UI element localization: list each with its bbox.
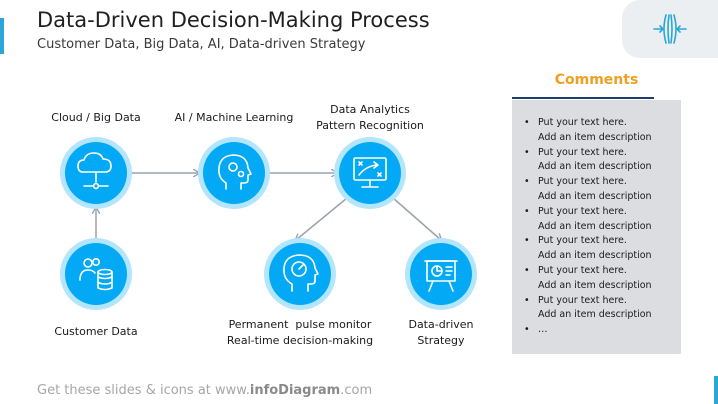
node-label-customer-data: Customer Data	[54, 325, 138, 338]
comment-item: …	[522, 323, 681, 338]
comment-item: Put your text here.Add an item descripti…	[522, 205, 681, 235]
node-label-data-driven-strategy: Data-driven Strategy	[408, 318, 474, 347]
comment-item: Put your text here.Add an item descripti…	[522, 234, 681, 264]
cloud-network-icon	[77, 152, 112, 190]
comments-panel: Put your text here.Add an item descripti…	[512, 100, 681, 354]
node-pulse-monitor	[264, 238, 336, 310]
monitor-strategy-icon	[353, 157, 387, 188]
head-gears-icon	[218, 154, 252, 190]
comment-item: Put your text here.Add an item descripti…	[522, 146, 681, 176]
footer-credit: Get these slides & icons at www.infoDiag…	[37, 383, 372, 398]
comments-title: Comments	[554, 72, 639, 88]
arrow-analytics-to-pulse	[296, 197, 348, 240]
left-accent-bar	[0, 18, 4, 54]
right-accent-bar	[714, 376, 718, 404]
node-cloud-big-data	[60, 137, 132, 209]
page-title: Data-Driven Decision-Making Process	[37, 8, 430, 32]
head-gauge-icon	[283, 254, 319, 292]
comment-item: Put your text here.Add an item descripti…	[522, 116, 681, 146]
node-customer-data	[60, 238, 132, 310]
node-ai-machine-learning	[198, 137, 270, 209]
node-label-pulse-monitor: Permanent pulse monitor Real-time decisi…	[226, 318, 374, 347]
arrow-analytics-to-strategy	[392, 197, 441, 240]
node-label-ai-machine-learning: AI / Machine Learning	[174, 111, 294, 124]
node-label-data-analytics: Data Analytics Pattern Recognition	[316, 103, 424, 132]
comment-item: Put your text here.Add an item descripti…	[522, 294, 681, 324]
node-label-cloud-big-data: Cloud / Big Data	[51, 111, 141, 124]
compress-arrows-icon	[653, 14, 687, 44]
comments-list: Put your text here.Add an item descripti…	[512, 100, 681, 338]
comments-divider	[512, 97, 654, 99]
logo-badge	[622, 0, 718, 58]
users-database-icon	[79, 257, 113, 291]
comment-item: Put your text here.Add an item descripti…	[522, 264, 681, 294]
comment-item: Put your text here.Add an item descripti…	[522, 175, 681, 205]
node-data-analytics	[334, 137, 406, 209]
node-data-driven-strategy	[405, 238, 477, 310]
footer-prefix: Get these slides & icons at www.	[37, 383, 250, 398]
page-subtitle: Customer Data, Big Data, AI, Data-driven…	[37, 37, 366, 52]
footer-brand: infoDiagram	[249, 383, 341, 398]
presentation-chart-icon	[424, 260, 458, 292]
footer-suffix: .com	[340, 383, 373, 398]
